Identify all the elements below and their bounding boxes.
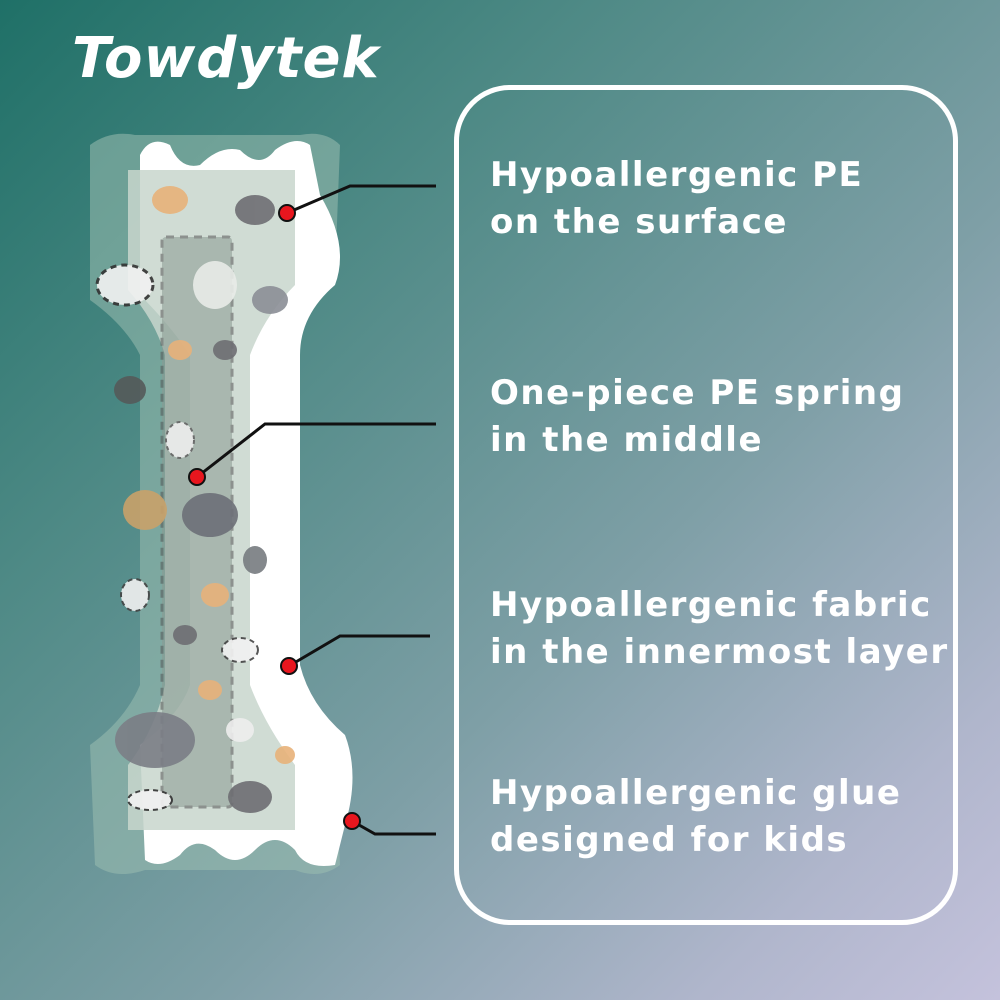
- feature-line: in the middle: [490, 420, 764, 460]
- feature-line: on the surface: [490, 202, 788, 242]
- features-panel: [454, 85, 958, 925]
- feature-line: Hypoallergenic PE: [490, 155, 864, 195]
- feature-line: Hypoallergenic fabric: [490, 585, 932, 625]
- cat-pattern: [95, 186, 295, 813]
- feature-surface: Hypoallergenic PE on the surface: [490, 152, 960, 246]
- feature-line: One-piece PE spring: [490, 373, 905, 413]
- nasal-strip-illustration: [90, 133, 353, 874]
- feature-line: in the innermost layer: [490, 632, 949, 672]
- feature-spring: One-piece PE spring in the middle: [490, 370, 960, 464]
- feature-fabric: Hypoallergenic fabric in the innermost l…: [490, 582, 960, 676]
- feature-glue: Hypoallergenic glue designed for kids: [490, 770, 960, 864]
- feature-line: designed for kids: [490, 820, 849, 860]
- brand-logo: Towdytek: [72, 26, 380, 91]
- feature-line: Hypoallergenic glue: [490, 773, 902, 813]
